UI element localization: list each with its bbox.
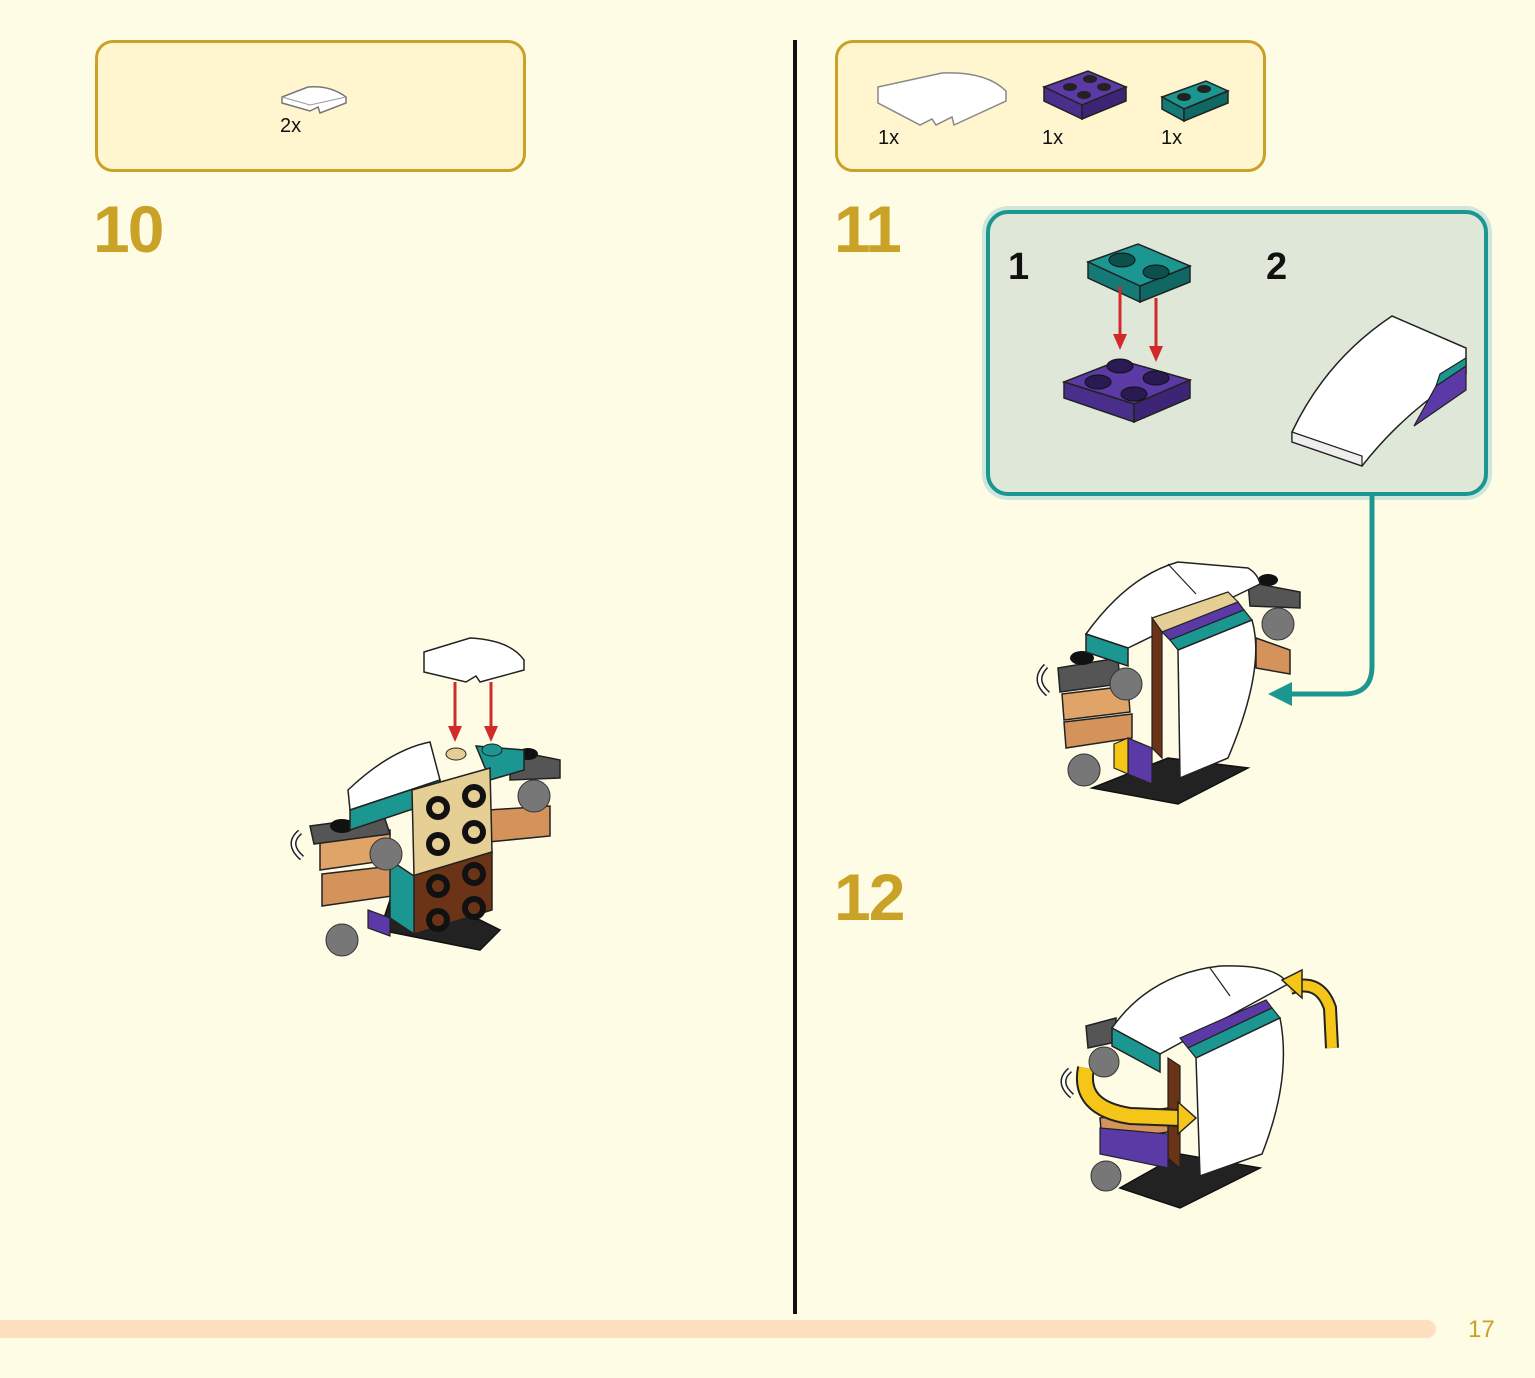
placement-arrows [1113,286,1163,362]
part-qty: 1x [878,127,900,149]
purple-2x2-plate-icon [1042,70,1128,121]
sub-step-2-illustration [1291,315,1467,467]
step-number-12: 12 [834,860,905,934]
rotate-arrow-icon [1280,968,1339,1049]
partial-model [290,741,561,957]
page-number: 17 [1468,1316,1495,1343]
sub-assembly-box: 1 2 [986,210,1488,496]
parts-callout-step-11: 1x 1x 1x [835,40,1266,172]
part-qty: 1x [1042,127,1064,149]
sub-assembly-connector-arrow [1268,496,1375,706]
teal-plate [1086,243,1192,304]
footer-bar [0,1320,1436,1338]
white-curved-slope-icon [281,85,347,114]
sub-step-number-1: 1 [1008,246,1030,288]
white-large-curved-slope-icon [877,72,1007,127]
sub-step-number-2: 2 [1266,246,1288,288]
page-divider [793,40,797,1314]
parts-callout-step-10: 2x [95,40,526,172]
step-number-10: 10 [93,192,164,266]
purple-plate [1061,358,1193,424]
part-qty: 1x [1161,127,1183,149]
step-number-11: 11 [834,192,902,266]
rotate-arrow-icon [1076,1066,1198,1136]
part-qty: 2x [280,115,302,137]
step-12-model-illustration [1060,965,1339,1209]
teal-1x2-plate-icon [1160,80,1230,123]
step-10-model-illustration [290,637,561,957]
step-11-model-illustration [1036,561,1301,805]
sub-step-1-illustration [1061,243,1193,424]
white-slope-piece [423,637,525,683]
placement-arrows [448,682,498,742]
